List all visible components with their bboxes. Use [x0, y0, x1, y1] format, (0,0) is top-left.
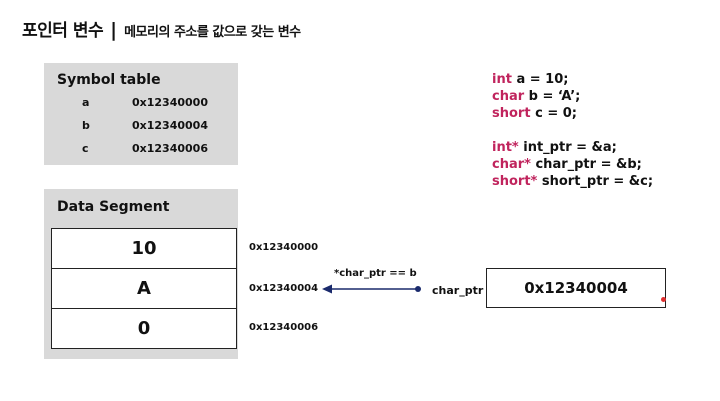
pointer-value-box: 0x12340004	[486, 268, 666, 308]
memory-address-label: 0x12340004	[249, 283, 319, 294]
code-rest: b = ‘A’;	[524, 89, 581, 104]
title-separator: |	[110, 19, 118, 41]
code-type: char*	[492, 157, 531, 172]
memory-cell: A	[51, 269, 237, 309]
code-line: short c = 0;	[492, 106, 577, 121]
deref-label: *char_ptr == b	[334, 268, 417, 279]
symbol-address: 0x12340004	[132, 119, 208, 132]
symbol-address: 0x12340006	[132, 142, 208, 155]
symbol-table-title: Symbol table	[57, 72, 161, 88]
symbol-table-panel: Symbol table a 0x12340000 b 0x12340004 c…	[44, 63, 238, 165]
code-rest: a = 10;	[511, 72, 569, 87]
code-rest: short_ptr = &c;	[537, 174, 654, 189]
memory-cell: 10	[51, 228, 237, 269]
red-dot-icon	[661, 297, 666, 302]
pointer-name-label: char_ptr	[432, 284, 484, 297]
memory-address-label: 0x12340006	[249, 322, 319, 333]
symbol-name: a	[82, 96, 90, 109]
memory-cells: 10 A 0	[51, 228, 237, 349]
code-line: short* short_ptr = &c;	[492, 174, 653, 189]
data-segment-title: Data Segment	[57, 199, 170, 215]
code-type: short	[492, 106, 531, 121]
code-type: short*	[492, 174, 538, 189]
symbol-name: b	[82, 119, 90, 132]
symbol-name: c	[82, 142, 89, 155]
code-rest: int_ptr = &a;	[518, 140, 617, 155]
code-rest: char_ptr = &b;	[530, 157, 642, 172]
memory-address-label: 0x12340000	[249, 242, 319, 253]
code-type: char	[492, 89, 525, 104]
code-line: int* int_ptr = &a;	[492, 140, 617, 155]
title-subtitle: 메모리의 주소를 값으로 갖는 변수	[124, 25, 301, 40]
symbol-row: a 0x12340000	[44, 96, 238, 114]
code-line: char b = ‘A’;	[492, 89, 580, 104]
code-line: char* char_ptr = &b;	[492, 157, 642, 172]
symbol-row: c 0x12340006	[44, 142, 238, 160]
memory-cell: 0	[51, 309, 237, 349]
symbol-row: b 0x12340004	[44, 119, 238, 137]
code-rest: c = 0;	[530, 106, 577, 121]
title-main: 포인터 변수	[22, 21, 104, 41]
symbol-address: 0x12340000	[132, 96, 208, 109]
code-type: int	[492, 72, 512, 87]
code-line: int a = 10;	[492, 72, 568, 87]
arrowhead-icon	[322, 284, 332, 294]
code-type: int*	[492, 140, 519, 155]
page-title: 포인터 변수 | 메모리의 주소를 값으로 갖는 변수	[22, 16, 301, 41]
arrow-origin-dot	[415, 286, 421, 292]
